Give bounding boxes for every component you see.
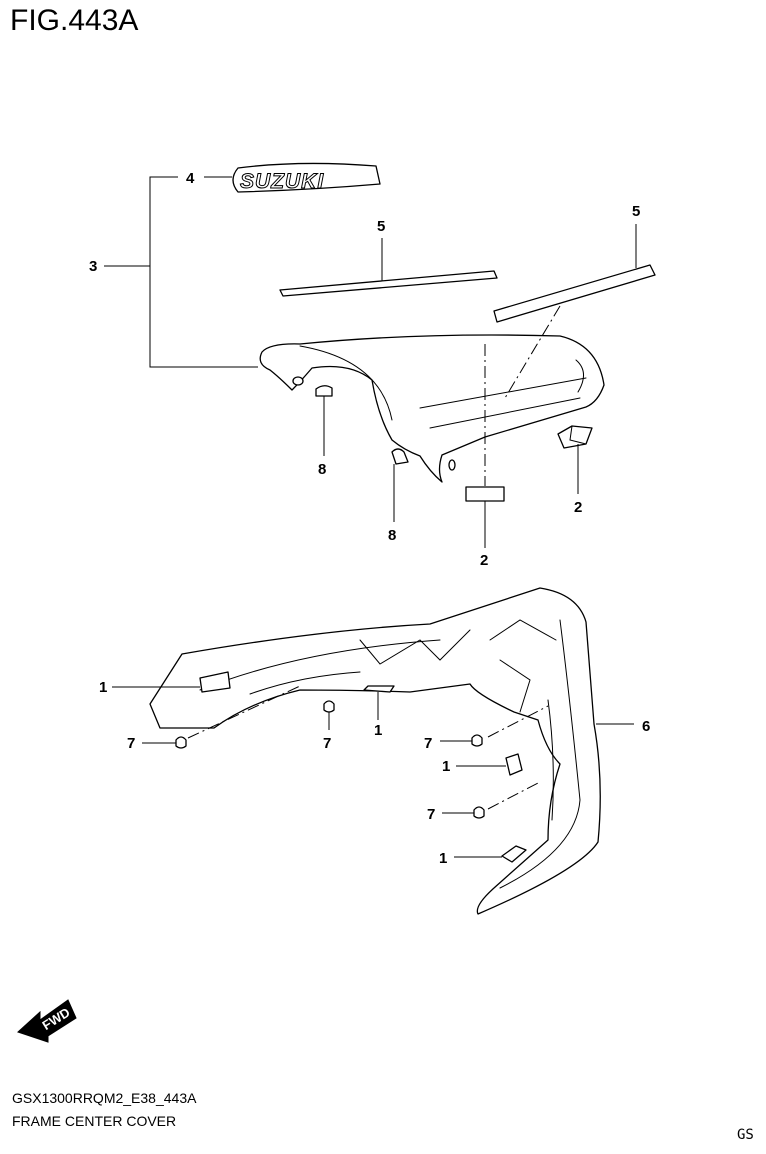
callout-5-right: 5 bbox=[632, 203, 640, 220]
fwd-arrow-icon: FWD bbox=[17, 999, 77, 1043]
cover-crease-2 bbox=[419, 377, 587, 409]
tape-strip-left bbox=[279, 270, 498, 297]
cover-crease-3 bbox=[429, 397, 581, 429]
cushion-pad-right bbox=[557, 425, 593, 449]
frame-center-cover bbox=[149, 587, 601, 915]
callout-7-lower: 7 bbox=[427, 806, 435, 823]
frame-crease-5 bbox=[499, 619, 581, 889]
model-code: GSX1300RRQM2_E38_443A bbox=[12, 1090, 197, 1106]
dash-screw-7c bbox=[487, 705, 549, 738]
callout-1-lower: 1 bbox=[439, 850, 447, 867]
figure-title: FIG.443A bbox=[10, 4, 139, 37]
callout-7-center: 7 bbox=[323, 735, 331, 752]
cushion-1-left bbox=[112, 671, 231, 693]
tape-strip-right bbox=[493, 264, 656, 323]
screw-7a bbox=[142, 736, 187, 749]
callout-3: 3 bbox=[89, 258, 97, 275]
cushion-1-lower bbox=[454, 845, 527, 863]
dash-strip-to-cover bbox=[504, 305, 561, 399]
frame-crease-3 bbox=[489, 619, 557, 641]
frame-crease-7 bbox=[249, 671, 361, 695]
upper-cover bbox=[259, 334, 605, 483]
cushion-pad-right-edge bbox=[569, 425, 587, 445]
callout-5-left: 5 bbox=[377, 218, 385, 235]
frame-crease-2 bbox=[359, 629, 471, 665]
leader-3-bracket bbox=[149, 176, 258, 368]
cover-hole bbox=[292, 376, 304, 386]
callout-6: 6 bbox=[642, 718, 650, 735]
clip-center bbox=[391, 448, 409, 522]
dash-screw-7d bbox=[487, 781, 541, 810]
callout-2-right: 2 bbox=[574, 499, 582, 516]
cover-crease-1 bbox=[299, 345, 393, 421]
cover-hole-lower bbox=[448, 459, 456, 471]
frame-crease-4 bbox=[499, 659, 531, 713]
screw-7c bbox=[440, 734, 483, 747]
callout-8-left: 8 bbox=[318, 461, 326, 478]
callout-7-left: 7 bbox=[127, 735, 135, 752]
callout-2-center: 2 bbox=[480, 552, 488, 569]
clip-left bbox=[315, 385, 333, 456]
cover-crease-4 bbox=[575, 359, 584, 393]
cushion-1-mid bbox=[456, 753, 523, 776]
callout-4: 4 bbox=[186, 170, 195, 187]
callout-1-center: 1 bbox=[374, 722, 382, 739]
emblem-text: SUZUKI bbox=[240, 170, 324, 193]
cushion-pad-center bbox=[465, 486, 505, 502]
callout-8-center: 8 bbox=[388, 527, 396, 544]
suzuki-emblem: SUZUKI bbox=[232, 162, 381, 194]
cushion-1-center bbox=[363, 685, 395, 720]
screw-7b bbox=[323, 700, 335, 730]
callout-1-mid: 1 bbox=[442, 758, 450, 775]
frame-crease-6 bbox=[547, 699, 554, 821]
screw-7d bbox=[442, 806, 485, 819]
callout-7-mid: 7 bbox=[424, 735, 432, 752]
dash-screw-7a bbox=[187, 685, 301, 739]
callout-1-left: 1 bbox=[99, 679, 107, 696]
corner-code: GS bbox=[737, 1127, 754, 1143]
figure-caption: FRAME CENTER COVER bbox=[12, 1113, 177, 1129]
